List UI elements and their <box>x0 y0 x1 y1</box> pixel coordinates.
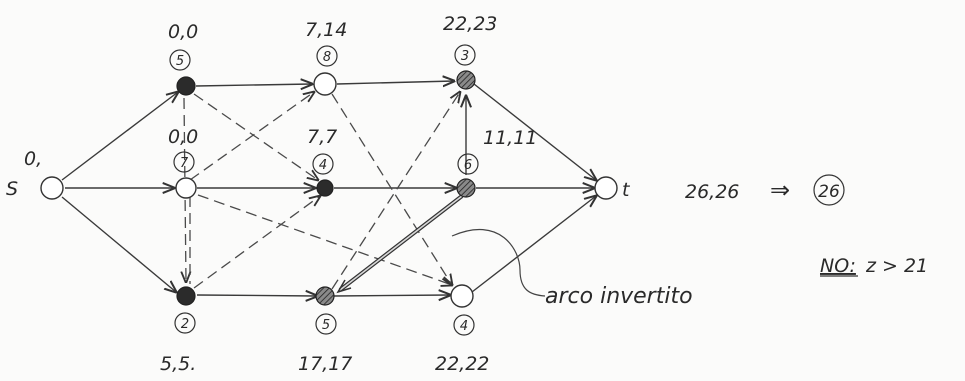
circled-label-d: 8 <box>323 50 331 65</box>
node-i <box>450 284 474 308</box>
node-b <box>175 177 197 199</box>
edge-s-a <box>61 92 178 181</box>
dashed-b-i <box>197 194 452 285</box>
node-e-value: 7,7 <box>307 126 337 148</box>
sink-letter: t <box>622 179 631 201</box>
circled-label-f: 5 <box>322 318 330 333</box>
edge-f-i <box>333 295 450 296</box>
circled-label-a: 5 <box>176 54 184 69</box>
dashed-f-g <box>331 92 460 290</box>
sink-node <box>594 176 618 200</box>
circled-number-f <box>315 313 337 335</box>
source-letter: S <box>6 178 18 200</box>
node-a <box>176 76 196 96</box>
edge-i-t <box>471 196 596 293</box>
circled-number-e <box>312 153 334 175</box>
dashed-c-e <box>193 196 320 289</box>
circled-label-i: 4 <box>460 319 468 334</box>
note-prefix: NO: <box>820 255 856 277</box>
node-b-value: 0,0 <box>168 126 198 148</box>
circled-label-e: 4 <box>319 158 327 173</box>
note-text: z > 21 <box>865 255 928 277</box>
node-e <box>316 179 334 197</box>
result-value: 26 <box>818 182 840 202</box>
annotation-curve <box>451 229 546 297</box>
node-f-value: 17,17 <box>298 353 352 375</box>
circled-number-h <box>457 153 479 175</box>
edge-c-f <box>196 295 317 296</box>
node-c <box>176 286 196 306</box>
circled-number-b <box>173 151 195 173</box>
node-i-value: 22,22 <box>435 353 489 375</box>
circled-label-b: 7 <box>180 156 189 171</box>
circled-number-d <box>316 45 338 67</box>
node-a-value: 0,0 <box>168 21 198 43</box>
inverted-arc <box>336 194 464 294</box>
node-f <box>315 286 335 306</box>
circled-label-h: 6 <box>464 158 472 173</box>
node-d <box>313 72 337 96</box>
edge-d-g <box>336 81 454 84</box>
edge-s-c <box>61 196 176 292</box>
circled-number-a <box>169 49 191 71</box>
dashed-a-e <box>193 93 318 180</box>
node-d-value: 7,14 <box>305 19 347 41</box>
node-h <box>456 178 476 198</box>
result-circle <box>813 174 845 206</box>
node-g <box>456 70 476 90</box>
source-value-label: 0, <box>24 148 42 170</box>
annotation-text: arco invertito <box>545 284 693 309</box>
edge-a-d <box>195 84 312 86</box>
implies-arrow: ⇒ <box>770 176 790 204</box>
source-node <box>40 176 64 200</box>
node-c-value: 5,5. <box>160 353 196 375</box>
node-g-value: 22,23 <box>443 13 497 35</box>
dashed-d-i <box>331 93 452 285</box>
circled-label-c: 2 <box>181 317 189 332</box>
sink-value: 26,26 <box>685 181 739 203</box>
node-h-value: 11,11 <box>483 127 537 149</box>
dashed-b-d <box>189 92 314 181</box>
dashed-edges <box>184 92 460 290</box>
edge-g-t <box>473 83 596 180</box>
circled-number-i <box>453 314 475 336</box>
circled-number-c <box>174 312 196 334</box>
circled-number-g <box>454 44 476 66</box>
solid-edges <box>61 81 596 296</box>
circled-label-g: 3 <box>461 49 469 64</box>
